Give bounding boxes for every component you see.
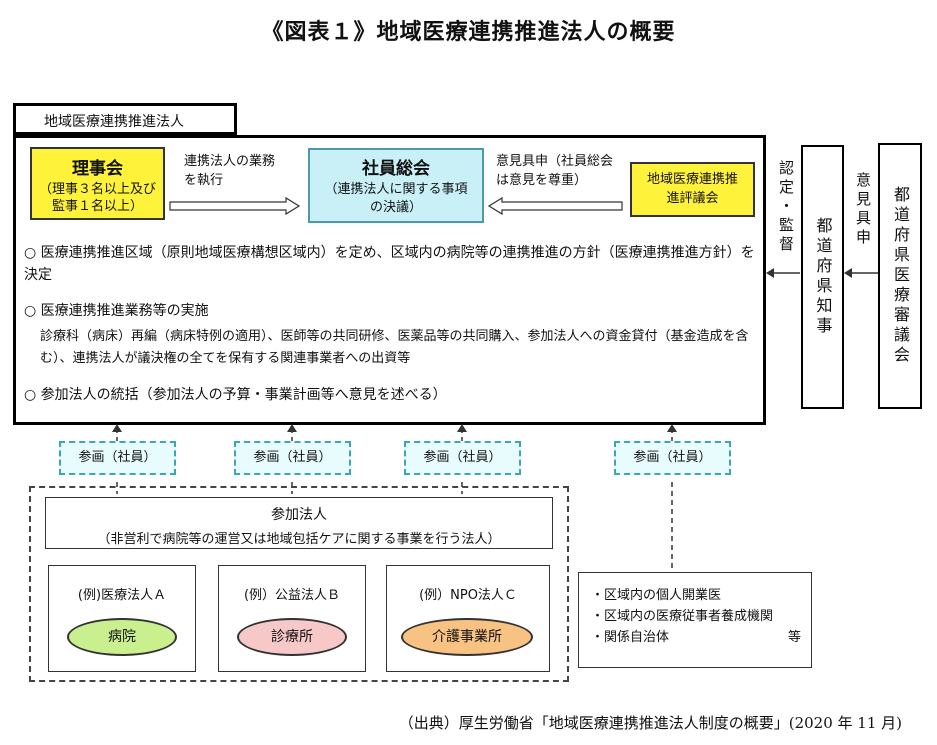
bullet-3-text: 参加法人の統括（参加法人の予算・事業計画等へ意見を述べる） [40,387,447,403]
others-item-2: ・区域内の医療従事者養成機関 [591,609,774,624]
bullet-2-text: 医療連携推進業務等の実施 [40,303,209,319]
corp-c-box: (例）NPO法人Ｃ 介護事業所 [386,565,550,672]
arrow-to-meeting [487,196,623,216]
corp-a-name: (例)医療法人Ａ [77,588,167,603]
corp-a-facility: 病院 [67,618,177,656]
source-citation: （出典）厚生労働省「地域医療連携推進法人制度の概要」(2020 年 11 月) [398,714,902,732]
arrow-to-board [169,196,301,216]
corp-a-box: (例)医療法人Ａ 病院 [48,565,196,672]
participants-container [29,486,569,682]
bullet-3: ○ 参加法人の統括（参加法人の予算・事業計画等へ意見を述べる） [24,384,759,406]
others-etc: 等 [787,630,801,645]
others-item-3: ・関係自治体 等 [591,627,801,648]
participation-label-2: 参画（社員） [234,441,351,475]
medical-council-box: 都道府県医療審議会 [878,143,922,409]
general-meeting-box: 社員総会 （連携法人に関する事項の決議） [308,148,484,223]
arrows-right-panel [766,268,878,278]
others-item-1: ・区域内の個人開業医 [591,588,722,603]
others-item-3-text: ・関係自治体 [591,630,670,645]
arrow-left-label: 連携法人の業務を執行 [184,154,276,188]
bullet-2-mark: ○ [24,303,37,319]
participants-header: 参加法人 （非営利で病院等の運営又は地域包括ケアに関する事業を行う法人） [45,497,553,549]
participation-label-3: 参画（社員） [404,441,521,475]
corp-b-box: (例）公益法人Ｂ 診療所 [218,565,366,672]
page-title: 《図表１》地域医療連携推進法人の概要 [261,20,676,45]
medical-council-label: 都道府県医療審議会 [891,186,910,366]
corp-c-facility: 介護事業所 [401,618,533,656]
participation-connectors [112,424,677,570]
others-box: ・区域内の個人開業医 ・区域内の医療従事者養成機関 ・関係自治体 等 [578,572,812,668]
bullet-2-detail: 診療科（病床）再編（病床特例の適用）、医師等の共同研修、医薬品等の共同購入、参加… [40,326,755,370]
corp-b-facility: 診療所 [237,618,347,656]
bullet-3-mark: ○ [24,387,37,403]
nintei-label: 認定・監督 [777,160,795,255]
corp-b-name: (例）公益法人Ｂ [243,588,341,603]
board-title: 理事会 [72,159,123,179]
governor-box: 都道府県知事 [801,145,844,409]
board-box: 理事会 （理事３名以上及び監事１名以上） [30,147,165,220]
iken-label: 意見具申 [854,172,872,248]
board-sub: （理事３名以上及び監事１名以上） [38,182,156,214]
bullet-2: ○ 医療連携推進業務等の実施 [24,300,759,322]
bullet-1-text: 医療連携推進区域（原則地域医療構想区域内）を定め、区域内の病院等の連携推進の方針… [24,245,755,283]
bullet-2-detail-text: 診療科（病床）再編（病床特例の適用）、医師等の共同研修、医薬品等の共同購入、参加… [40,329,749,366]
participants-title: 参加法人 [271,507,327,523]
participants-sub: （非営利で病院等の運営又は地域包括ケアに関する事業を行う法人） [97,532,501,547]
participation-label-4: 参画（社員） [614,441,731,475]
general-meeting-sub: （連携法人に関する事項の決議） [324,182,468,215]
participation-label-1: 参画（社員） [59,441,176,475]
arrow-right-label: 意見具申（社員総会は意見を尊重） [496,154,614,188]
council-box: 地域医療連携推進評議会 [630,162,755,217]
council-label: 地域医療連携推進評議会 [646,172,738,206]
general-meeting-title: 社員総会 [362,159,430,179]
corp-tab-label: 地域医療連携推進法人 [13,103,237,135]
bullet-1: ○ 医療連携推進区域（原則地域医療構想区域内）を定め、区域内の病院等の連携推進の… [24,242,759,286]
governor-label: 都道府県知事 [813,217,833,337]
bullet-1-mark: ○ [24,245,37,261]
corp-c-name: (例）NPO法人Ｃ [419,588,517,603]
